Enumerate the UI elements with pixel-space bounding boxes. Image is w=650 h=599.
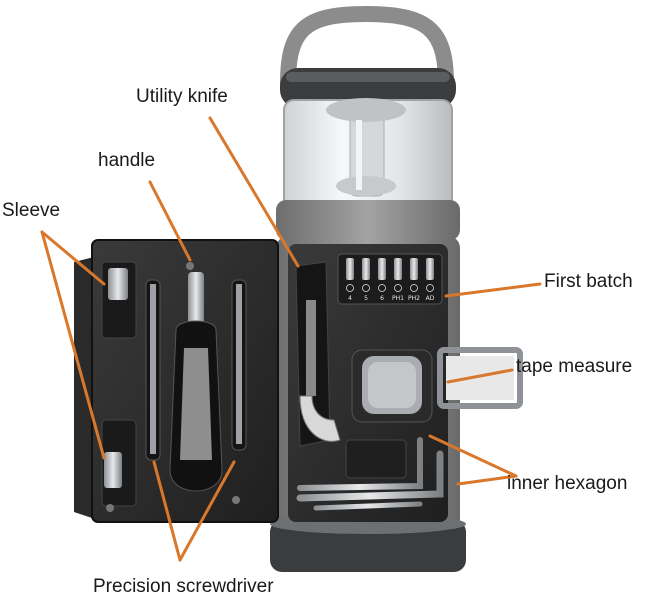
label-handle: handle <box>98 150 156 171</box>
bit-marking: 4 <box>348 295 352 302</box>
lantern-collar <box>276 200 460 240</box>
label-sleeve: Sleeve <box>2 200 61 221</box>
label-tape-measure: tape measure <box>516 356 633 377</box>
lantern <box>276 5 460 240</box>
screwdriver-bit <box>346 258 354 280</box>
leader-first-batch <box>444 282 542 298</box>
bit-type-symbol <box>378 284 386 292</box>
label-inner-hexagon: inner hexagon <box>507 473 628 494</box>
screwdriver-bit <box>426 258 434 280</box>
bit-marking: PH1 <box>392 295 404 302</box>
leader-precision-2 <box>178 460 236 562</box>
case-base <box>270 520 466 572</box>
leader-lines <box>40 116 542 562</box>
leader-inner-hexagon-2 <box>456 474 518 486</box>
bit-type-symbol <box>394 284 402 292</box>
bit-type-symbol <box>410 284 418 292</box>
leader-sleeve-1 <box>40 230 106 286</box>
leader-sleeve-2 <box>40 230 106 460</box>
tape-measure-tool <box>351 347 523 423</box>
screwdriver-bit <box>378 258 386 280</box>
bit-type-symbol <box>426 284 434 292</box>
bit-type-symbol <box>346 284 354 292</box>
utility-knife-tool <box>295 261 341 447</box>
label-utility-knife: Utility knife <box>136 86 228 107</box>
label-first-batch: First batch <box>544 271 633 292</box>
bit-marking: AD <box>426 295 435 302</box>
bit-marking: 6 <box>380 295 384 302</box>
lantern-carry-handle <box>280 5 454 92</box>
bit-marking: 5 <box>364 295 368 302</box>
screwdriver-bit <box>394 258 402 280</box>
bit-holder: 4 5 6 PH1 PH2 AD <box>337 253 443 305</box>
screwdriver-bit <box>362 258 370 280</box>
bit-type-symbol <box>362 284 370 292</box>
leader-inner-hexagon-1 <box>428 434 518 478</box>
label-precision-screwdriver: Precision screwdriver <box>93 576 274 597</box>
screwdriver-bit <box>410 258 418 280</box>
bit-marking: PH2 <box>408 295 420 302</box>
leader-precision-1 <box>152 460 182 562</box>
leader-utility-knife <box>208 116 300 268</box>
hex-key-set <box>296 437 444 511</box>
leader-tape-measure <box>446 368 514 384</box>
left-door <box>74 239 279 523</box>
leader-handle <box>148 180 192 262</box>
